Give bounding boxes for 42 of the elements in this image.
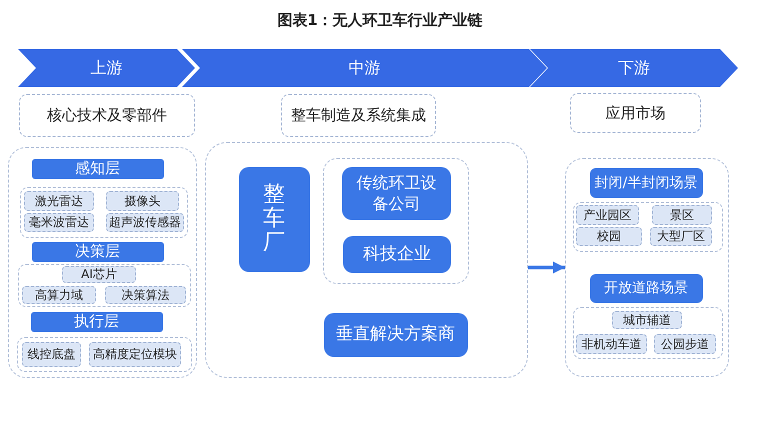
item-tag: 景区 bbox=[652, 205, 712, 225]
category-block: 科技企业 bbox=[343, 236, 451, 273]
category-block: 垂直解决方案商 bbox=[324, 312, 468, 356]
item-tag: 城市辅道 bbox=[612, 311, 682, 329]
dashed-heading-box: 应用市场 bbox=[570, 93, 701, 133]
item-tag: 校园 bbox=[576, 227, 642, 246]
layer-bar: 感知层 bbox=[32, 158, 164, 178]
diagram-title: 图表1：无人环卫车行业产业链 bbox=[277, 10, 483, 31]
scenario-bar: 封闭/半封闭场景 bbox=[590, 168, 702, 198]
stage-banner: 下游 bbox=[530, 49, 738, 87]
item-tag: 超声波传感器 bbox=[106, 213, 184, 232]
item-tag: 非机动车道 bbox=[576, 334, 647, 354]
item-tag: 公园步道 bbox=[654, 334, 716, 354]
scenario-bar: 开放道路场景 bbox=[590, 274, 702, 302]
item-tag: 激光雷达 bbox=[24, 191, 94, 211]
dashed-group bbox=[20, 186, 188, 238]
dashed-panel bbox=[565, 158, 729, 377]
item-tag: 高精度定位模块 bbox=[89, 342, 181, 367]
category-block: 传统环卫设备公司 bbox=[342, 167, 451, 220]
item-tag: 高算力域 bbox=[22, 286, 96, 304]
item-tag: 决策算法 bbox=[105, 286, 186, 304]
arrow bbox=[528, 262, 565, 274]
dashed-group bbox=[572, 202, 722, 252]
category-block: 整车厂 bbox=[238, 166, 310, 272]
dashed-panel bbox=[8, 147, 197, 378]
stage-banner: 中游 bbox=[182, 49, 547, 87]
item-tag: 摄像头 bbox=[106, 191, 179, 211]
dashed-group bbox=[18, 264, 190, 306]
item-tag: 毫米波雷达 bbox=[24, 213, 94, 232]
dashed-heading-box: 整车制造及系统集成 bbox=[281, 94, 436, 137]
dashed-group bbox=[572, 306, 722, 358]
layer-bar: 决策层 bbox=[32, 242, 164, 262]
dashed-group bbox=[322, 158, 468, 284]
item-tag: 产业园区 bbox=[576, 205, 639, 225]
dashed-panel bbox=[205, 142, 528, 378]
dashed-heading-box: 核心技术及零部件 bbox=[19, 94, 195, 137]
item-tag: AI芯片 bbox=[62, 266, 136, 283]
stage-banner: 上游 bbox=[18, 49, 195, 87]
item-tag: 线控底盘 bbox=[22, 342, 81, 367]
layer-bar: 执行层 bbox=[30, 312, 162, 332]
dashed-group bbox=[16, 336, 192, 372]
item-tag: 大型厂区 bbox=[650, 227, 712, 246]
